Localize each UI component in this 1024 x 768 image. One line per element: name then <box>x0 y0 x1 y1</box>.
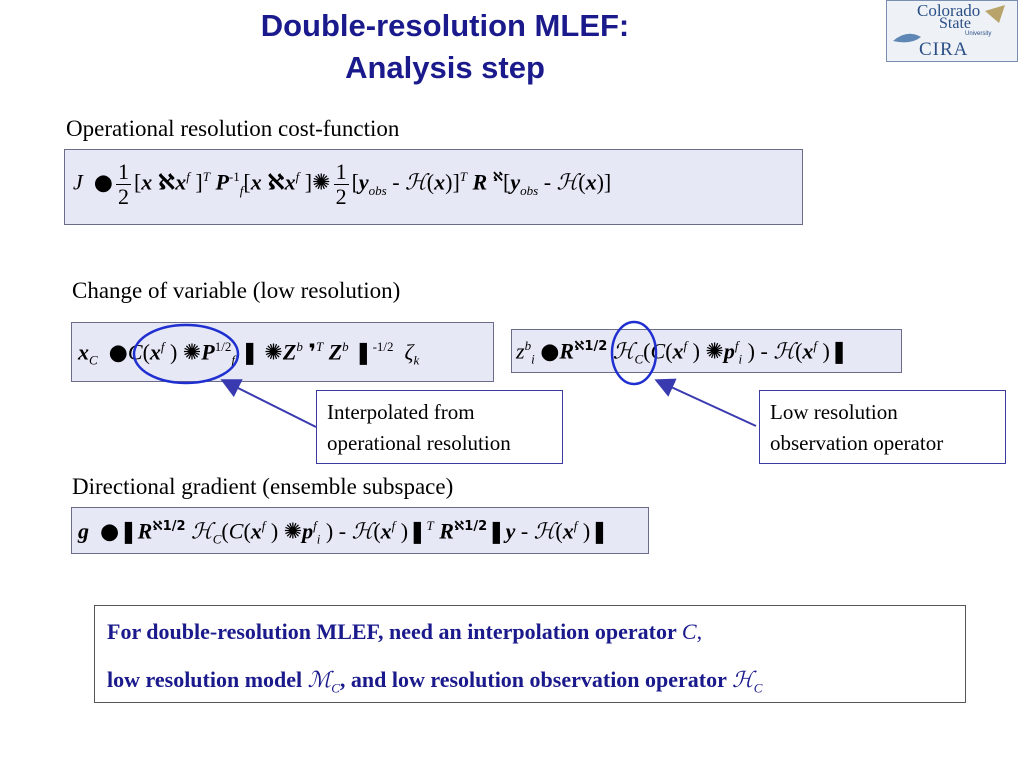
low-res-obs-operator-subscript: C <box>753 680 763 696</box>
low-res-obs-operator-symbol: ℋ <box>732 667 754 692</box>
csu-cira-logo: Colorado State University CIRA <box>886 0 1018 62</box>
change-variable-equation: xC ●C(xf ) ✺P1/2f ❚ ✺Zb ❜T Zb ❚-1/2 ζk <box>78 339 420 368</box>
change-variable-heading: Change of variable (low resolution) <box>72 278 401 303</box>
logo-text-cira: CIRA <box>919 39 969 60</box>
change-variable-equation-box: xC ●C(xf ) ✺P1/2f ❚ ✺Zb ❜T Zb ❚-1/2 ζk <box>71 322 494 382</box>
observation-operator-equation: zbi ●Rℵ1/2 ℋC(C(xf ) ✺pfi ) - ℋ(xf )❚ <box>516 338 849 367</box>
lowres-obs-note-line1: Low resolution <box>770 400 898 424</box>
interpolated-note-line2: operational resolution <box>327 431 511 455</box>
gradient-equation: g ●❚Rℵ1/2 ℋC(C(xf ) ✺pfi ) - ℋ(xf )❚T Rℵ… <box>78 518 609 547</box>
summary-line2-part-b: , and low resolution observation operato… <box>339 667 733 692</box>
title-line1: Double-resolution MLEF: <box>260 8 630 43</box>
logo-text-university: University <box>965 31 992 37</box>
interpolated-note: Interpolated from operational resolution <box>316 390 563 464</box>
summary-line2-part-a: low resolution model <box>107 667 308 692</box>
summary-line2: low resolution model ℳC, and low resolut… <box>107 656 953 712</box>
interpolation-operator-symbol: C <box>681 619 697 644</box>
low-res-model-symbol: ℳ <box>307 667 332 692</box>
logo-text-state: State <box>939 15 971 32</box>
summary-line1-end: , <box>696 619 703 644</box>
obs-operator-arrow <box>654 378 757 427</box>
interpolation-highlight-circle <box>132 323 240 385</box>
summary-line1-text: For double-resolution MLEF, need an inte… <box>107 619 682 644</box>
summary-box: For double-resolution MLEF, need an inte… <box>94 605 966 703</box>
interpolated-note-line1: Interpolated from <box>327 400 475 424</box>
gradient-equation-box: g ●❚Rℵ1/2 ℋC(C(xf ) ✺pfi ) - ℋ(xf )❚T Rℵ… <box>71 507 649 554</box>
cost-function-heading: Operational resolution cost-function <box>66 116 400 141</box>
low-res-model-subscript: C <box>331 680 340 696</box>
title-line2: Analysis step <box>345 50 545 85</box>
summary-line1: For double-resolution MLEF, need an inte… <box>107 608 953 656</box>
observation-operator-equation-box: zbi ●Rℵ1/2 ℋC(C(xf ) ✺pfi ) - ℋ(xf )❚ <box>511 329 902 373</box>
lowres-obs-note: Low resolution observation operator <box>759 390 1006 464</box>
lowres-obs-note-line2: observation operator <box>770 431 944 455</box>
gradient-heading: Directional gradient (ensemble subspace) <box>72 474 454 499</box>
logo-text-colorado: Colorado <box>917 1 981 20</box>
obs-operator-highlight-circle <box>610 320 658 386</box>
interpolation-arrow <box>220 379 317 428</box>
